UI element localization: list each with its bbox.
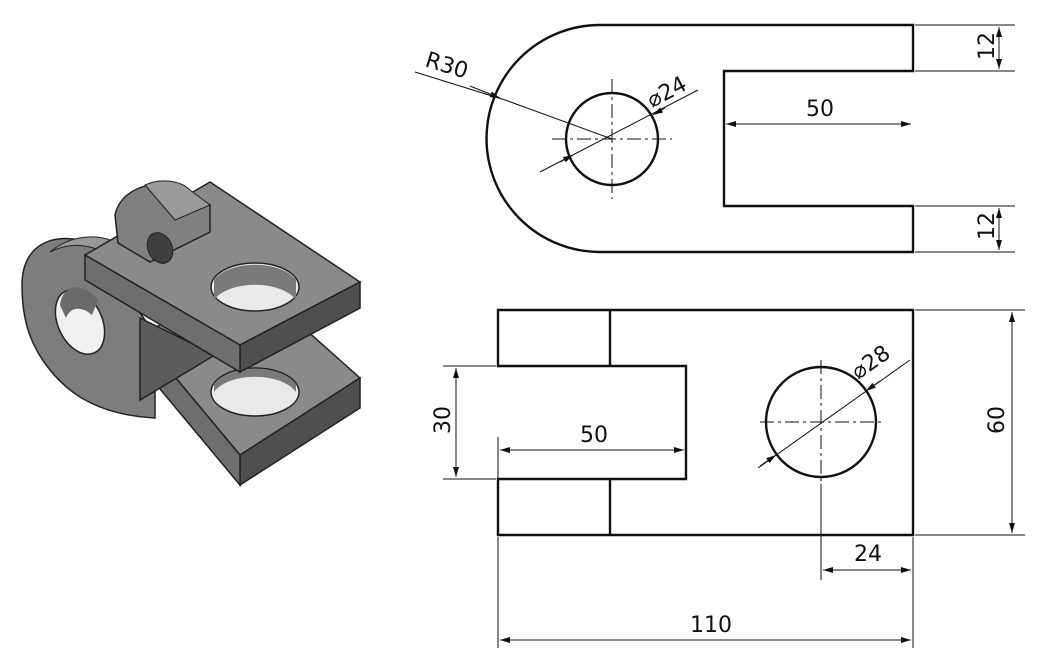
top-view-outline [485, 23, 915, 254]
dim-24: 24 [854, 542, 882, 567]
top-view: R30 ⌀24 50 12 12 [414, 23, 1015, 254]
dim-front-50: 50 [580, 423, 608, 448]
dim-top-12b: 12 [975, 212, 1000, 240]
dim-top-50: 50 [806, 97, 834, 122]
dim-r30: R30 [422, 48, 471, 85]
front-view-outline [496, 308, 915, 537]
dim-110: 110 [690, 613, 732, 638]
dim-60: 60 [985, 406, 1010, 434]
front-view: ⌀28 30 50 60 24 110 [431, 308, 1025, 648]
dim-30: 30 [431, 406, 456, 434]
dim-dia24: ⌀24 [643, 72, 691, 113]
dim-top-12a: 12 [975, 32, 1000, 60]
isometric-view [21, 180, 362, 488]
